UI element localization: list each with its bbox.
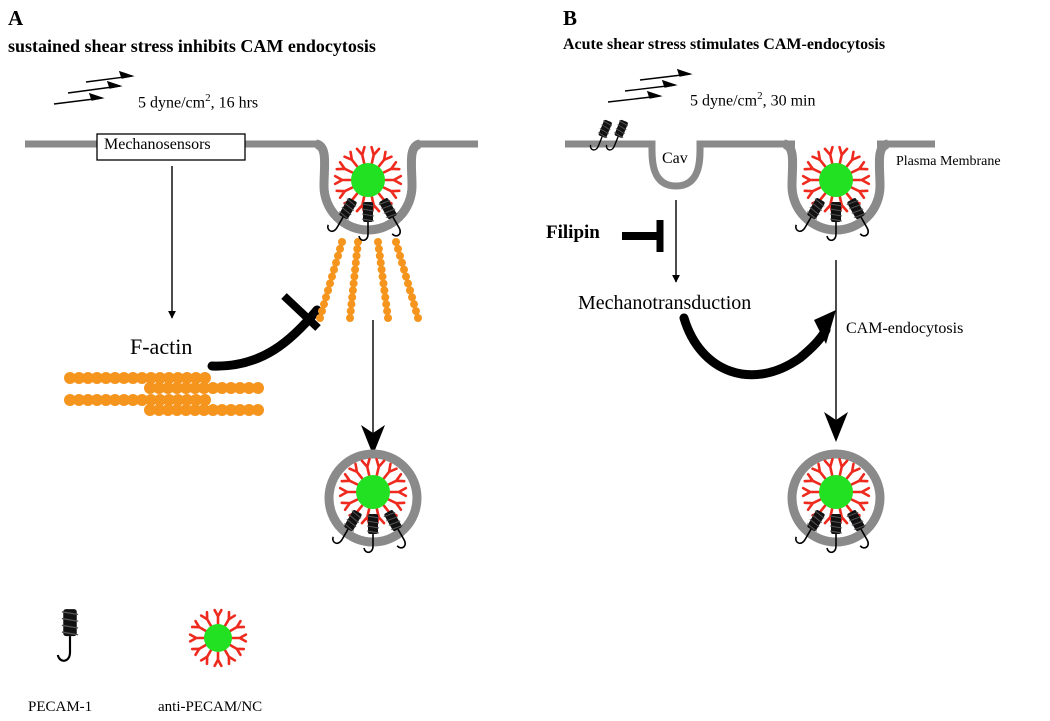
pecam-receptor-icon (826, 202, 843, 242)
pecam-receptor-icon (846, 198, 869, 237)
pecam-receptor-icon (332, 510, 362, 545)
panel-b-title: Acute shear stress stimulates CAM-endocy… (563, 36, 886, 53)
panel-a-budding-vesicle (314, 139, 422, 242)
panel-b-shear-value: 5 dyne/cm (690, 92, 758, 110)
stimulation-arrowhead (814, 310, 836, 344)
filipin-label: Filipin (546, 222, 600, 243)
legend-pecam-icon (56, 609, 79, 662)
pecam-receptor-icon (363, 514, 380, 554)
panel-b-shear-duration: , 30 min (762, 92, 816, 110)
panel-b-letter: B (563, 6, 578, 30)
pecam-receptor-icon (56, 609, 79, 662)
inhibition-bar (281, 293, 321, 331)
cam-endocytosis-label: CAM-endocytosis (846, 320, 964, 337)
panel-b-shear-arrows (607, 68, 693, 103)
legend-pecam-label: PECAM-1 (28, 699, 93, 715)
legend-nc-label: anti-PECAM/NC (158, 699, 263, 715)
panel-a-internalized-vesicle (324, 449, 422, 554)
panel-a-letter: A (8, 6, 24, 30)
pecam-receptor-icon (327, 198, 357, 233)
inhibition-curve (207, 305, 322, 371)
panel-a-arrowhead (361, 425, 385, 455)
actin-fan (316, 238, 422, 322)
panel-b-arrowhead (824, 412, 848, 442)
panel-b-membrane-pecam (589, 119, 629, 151)
mechanosensors-label: Mechanosensors (104, 136, 211, 153)
panel-a-shear-arrows (53, 70, 135, 105)
panel-b-shear-superscript: 2 (757, 90, 763, 102)
plasma-membrane-label: Plasma Membrane (896, 154, 1001, 169)
legend-nanocarrier-icon (188, 608, 248, 668)
panel-a-shear-superscript: 2 (205, 92, 211, 104)
pecam-receptor-icon (605, 119, 629, 151)
pecam-receptor-icon (383, 510, 406, 549)
cav-label: Cav (662, 150, 688, 167)
pecam-receptor-icon (826, 514, 843, 554)
panel-a-shear-label: 5 dyne/cm2, 16 hrs (138, 92, 258, 112)
factin-filaments (64, 372, 264, 416)
pecam-receptor-icon (358, 202, 375, 242)
mechanosensors-box (96, 133, 246, 161)
panel-b-internalized-vesicle (787, 449, 885, 554)
pecam-receptor-icon (589, 119, 613, 151)
pecam-receptor-icon (846, 510, 869, 549)
nanocarrier-icon (188, 608, 248, 668)
pecam-receptor-icon (378, 198, 401, 237)
panel-b-budding-vesicle (782, 139, 890, 242)
panel-a-shear-value: 5 dyne/cm (138, 94, 206, 112)
panel-b-shear-label: 5 dyne/cm2, 30 min (690, 90, 815, 110)
factin-label: F-actin (130, 334, 193, 359)
pecam-receptor-icon (795, 198, 825, 233)
pecam-receptor-icon (795, 510, 825, 545)
panel-a-title: sustained shear stress inhibits CAM endo… (8, 36, 376, 56)
panel-a-shear-duration: , 16 hrs (210, 94, 259, 112)
stimulation-curve (679, 313, 831, 380)
mechanotransduction-label: Mechanotransduction (578, 292, 752, 314)
